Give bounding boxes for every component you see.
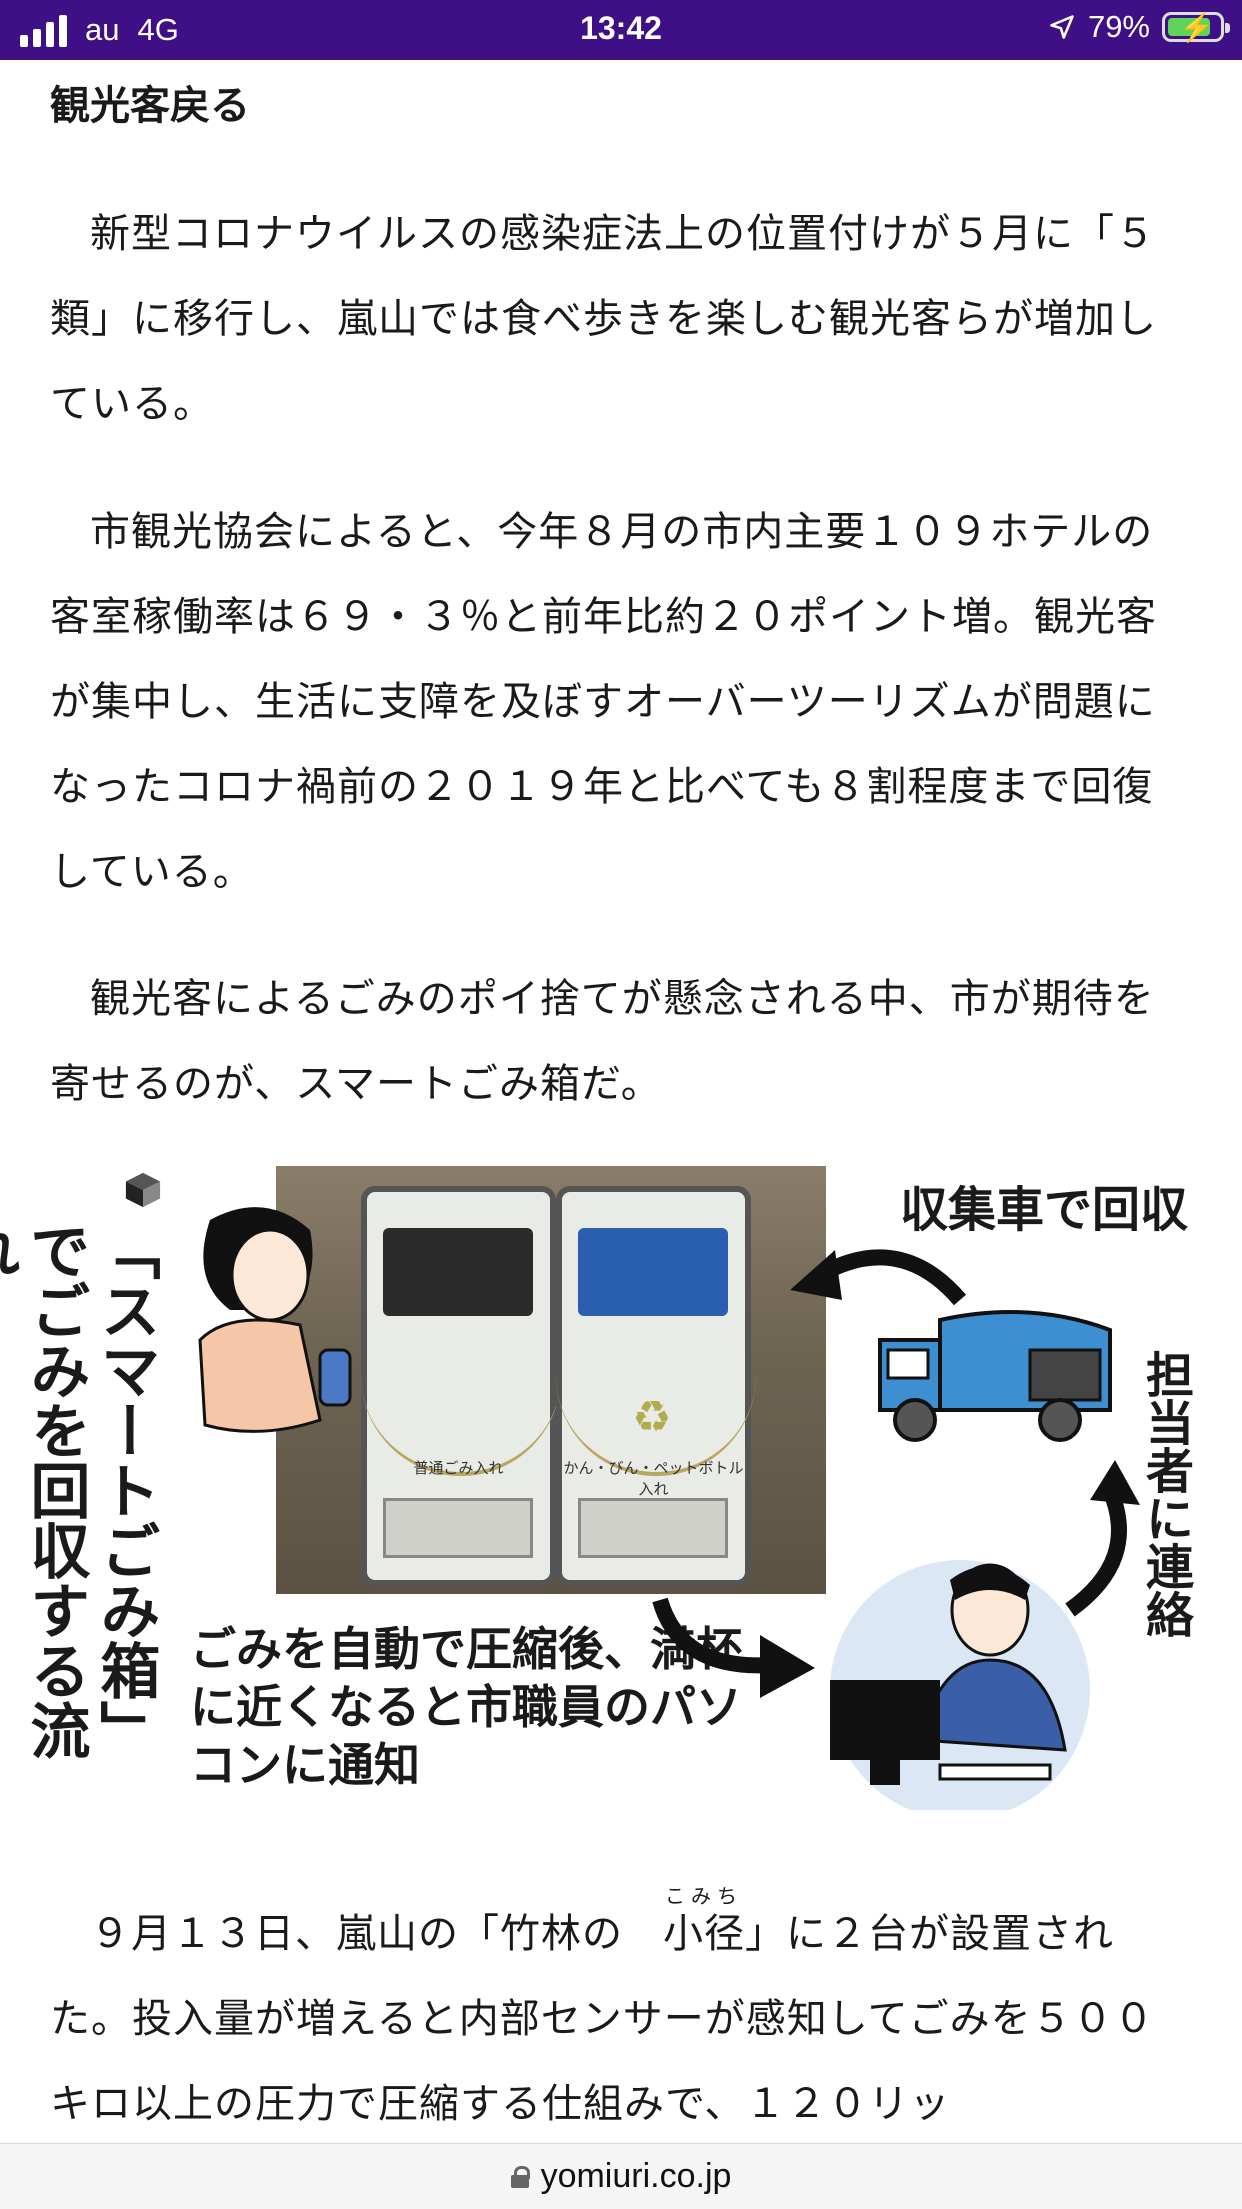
- location-arrow-icon: [1050, 15, 1074, 39]
- battery-icon: ⚡: [1162, 12, 1230, 43]
- cube-icon: [125, 1172, 161, 1208]
- figure-title: 「スマートごみ箱」でごみを回収する流れ: [0, 1220, 160, 1760]
- garbage-truck-icon: [878, 1310, 1112, 1442]
- compress-step-label: ごみを自動で圧縮後、満杯に近くなると市職員のパソコンに通知: [190, 1622, 742, 1792]
- recycling-bin: ♻ かん・びん・ペットボトル入れ: [556, 1186, 756, 1586]
- article-paragraph-2: 市観光協会によると、今年８月の市内主要１０９ホテルの客室稼働率は６９・３％と前年…: [50, 509, 1157, 895]
- url-domain[interactable]: yomiuri.co.jp: [540, 2157, 732, 2195]
- article-body: 観光客戻る: [50, 60, 1170, 132]
- status-bar: au 4G 13:42 79% ⚡: [0, 0, 1242, 60]
- arrow-truck-to-bin-icon: [790, 1249, 967, 1306]
- lock-icon: [510, 2165, 530, 2188]
- paragraph-4-text-start: ９月１３日、嵐山の「竹林の: [90, 1911, 623, 1957]
- battery-percent: 79%: [1087, 9, 1150, 44]
- smart-bin-photo: 普通ごみ入れ ♻ かん・びん・ペットボトル入れ: [276, 1166, 826, 1594]
- ruby-base: 小径: [663, 1911, 745, 1957]
- woman-throwing-trash-illustration: [198, 1207, 352, 1433]
- bin-left-label: 普通ごみ入れ: [413, 1459, 504, 1477]
- general-waste-bin: 普通ごみ入れ: [361, 1186, 561, 1586]
- collect-step-label: 収集車で回収: [900, 1182, 1189, 1238]
- smart-bin-illustration: 「スマートごみ箱」でごみを回収する流れ 普通ごみ入れ ♻ かん・びん・ペットボト…: [0, 1160, 1193, 1810]
- arrow-bin-to-staff-icon: [652, 1597, 815, 1698]
- contact-step-label: 担当者に連絡: [1137, 1350, 1193, 1638]
- recycle-icon: ♻: [632, 1392, 672, 1443]
- browser-url-bar[interactable]: yomiuri.co.jp: [0, 2143, 1242, 2209]
- ruby-word: こみち小径: [623, 1884, 745, 1977]
- status-left: au 4G: [20, 12, 179, 48]
- city-staff-computer-illustration: [830, 1560, 1090, 1810]
- section-heading: 観光客戻る: [50, 83, 250, 129]
- ruby-reading: こみち: [665, 1884, 743, 1908]
- network-type: 4G: [137, 12, 179, 47]
- signal-strength-icon: [20, 13, 67, 47]
- article-paragraph-1: 新型コロナウイルスの感染症法上の位置付けが５月に「５類」に移行し、嵐山では食べ歩…: [50, 211, 1157, 427]
- status-right: 79% ⚡: [1048, 9, 1230, 45]
- article-paragraph-4: ９月１３日、嵐山の「竹林のこみち小径」に２台が設置された。投入量が増えると内部セ…: [50, 1884, 1170, 2147]
- paragraph-4-text-end: 」に２台が設置された。投入量が増えると内部センサーが感知してごみを５００キロ以上…: [50, 1911, 1155, 2127]
- arrow-staff-to-truck-icon: [1065, 1460, 1140, 1617]
- carrier-name: au: [85, 12, 120, 47]
- article-paragraph-3: 観光客によるごみのポイ捨てが懸念される中、市が期待を寄せるのが、スマートごみ箱だ…: [50, 976, 1155, 1107]
- bin-right-label: かん・びん・ペットボトル入れ: [563, 1459, 744, 1498]
- status-time: 13:42: [580, 10, 662, 46]
